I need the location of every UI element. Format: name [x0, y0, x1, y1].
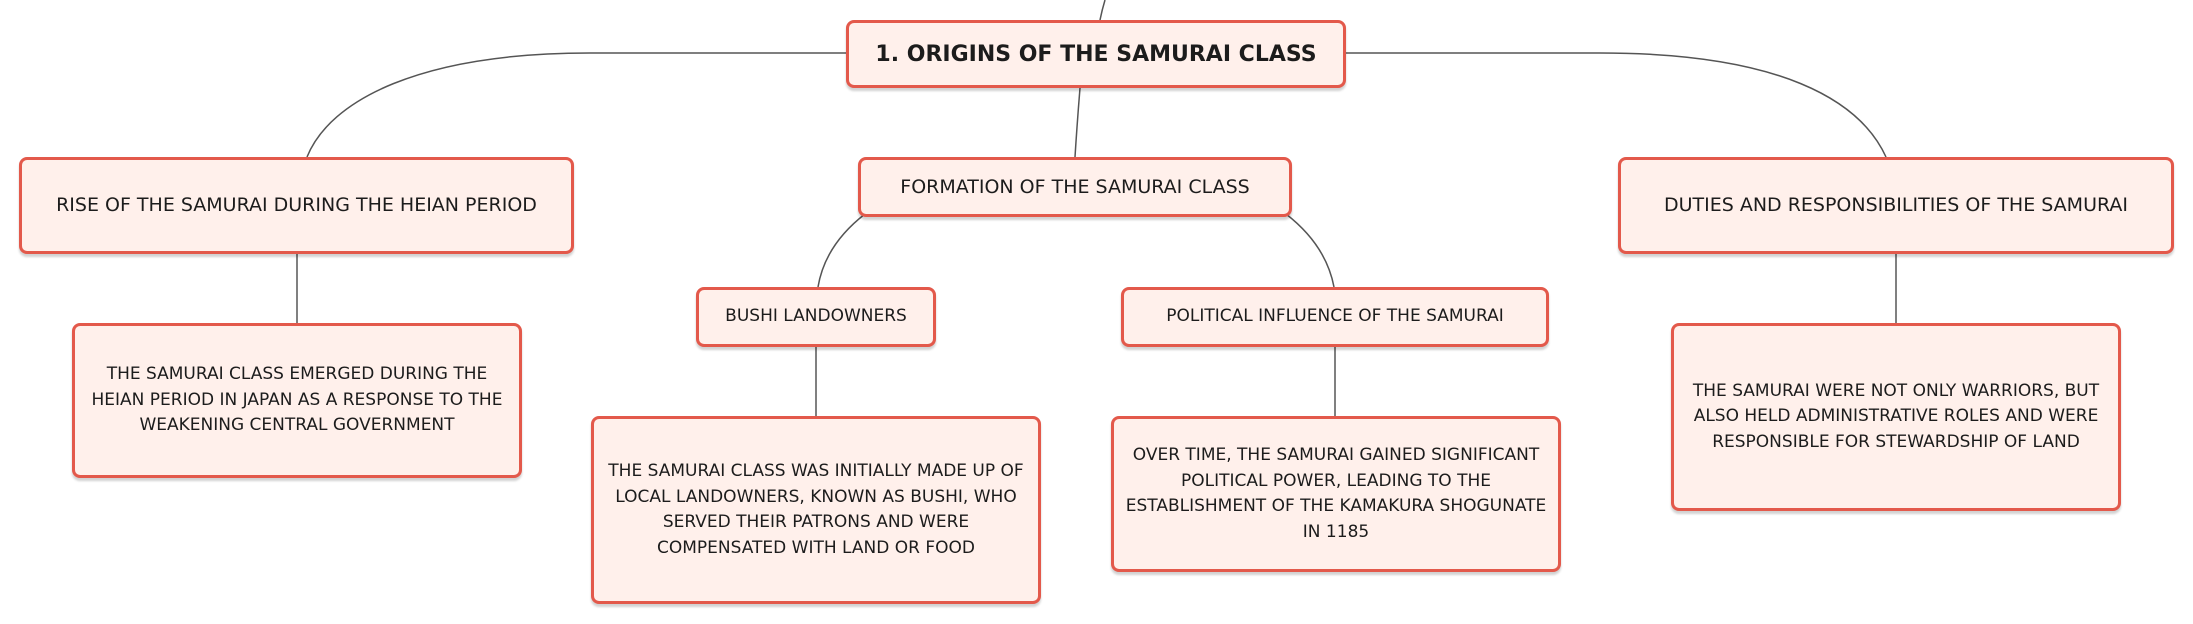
topic-formation[interactable]: FORMATION OF THE SAMURAI CLASS: [858, 157, 1292, 217]
subtopic-political-influence[interactable]: POLITICAL INFLUENCE OF THE SAMURAI: [1121, 287, 1549, 347]
detail-political-influence[interactable]: OVER TIME, THE SAMURAI GAINED SIGNIFICAN…: [1111, 416, 1561, 572]
topic-duties[interactable]: DUTIES AND RESPONSIBILITIES OF THE SAMUR…: [1618, 157, 2174, 254]
detail-bushi-landowners[interactable]: THE SAMURAI CLASS WAS INITIALLY MADE UP …: [591, 416, 1041, 604]
detail-heian-period[interactable]: THE SAMURAI CLASS EMERGED DURING THE HEI…: [72, 323, 522, 478]
connector-root-to-duties: [1346, 52, 1887, 158]
subtopic-bushi-landowners[interactable]: BUSHI LANDOWNERS: [696, 287, 936, 347]
connector-root-to-formation: [1074, 87, 1081, 158]
connector-formation-to-bushi: [817, 213, 866, 288]
detail-duties[interactable]: THE SAMURAI WERE NOT ONLY WARRIORS, BUT …: [1671, 323, 2121, 511]
root-topic-origins[interactable]: 1. ORIGINS OF THE SAMURAI CLASS: [846, 20, 1346, 88]
topic-heian-period[interactable]: RISE OF THE SAMURAI DURING THE HEIAN PER…: [19, 157, 574, 254]
connector-formation-to-political: [1285, 213, 1335, 288]
connector-root-to-heian: [306, 52, 846, 158]
connector-parent-to-root: [1099, 0, 1106, 21]
